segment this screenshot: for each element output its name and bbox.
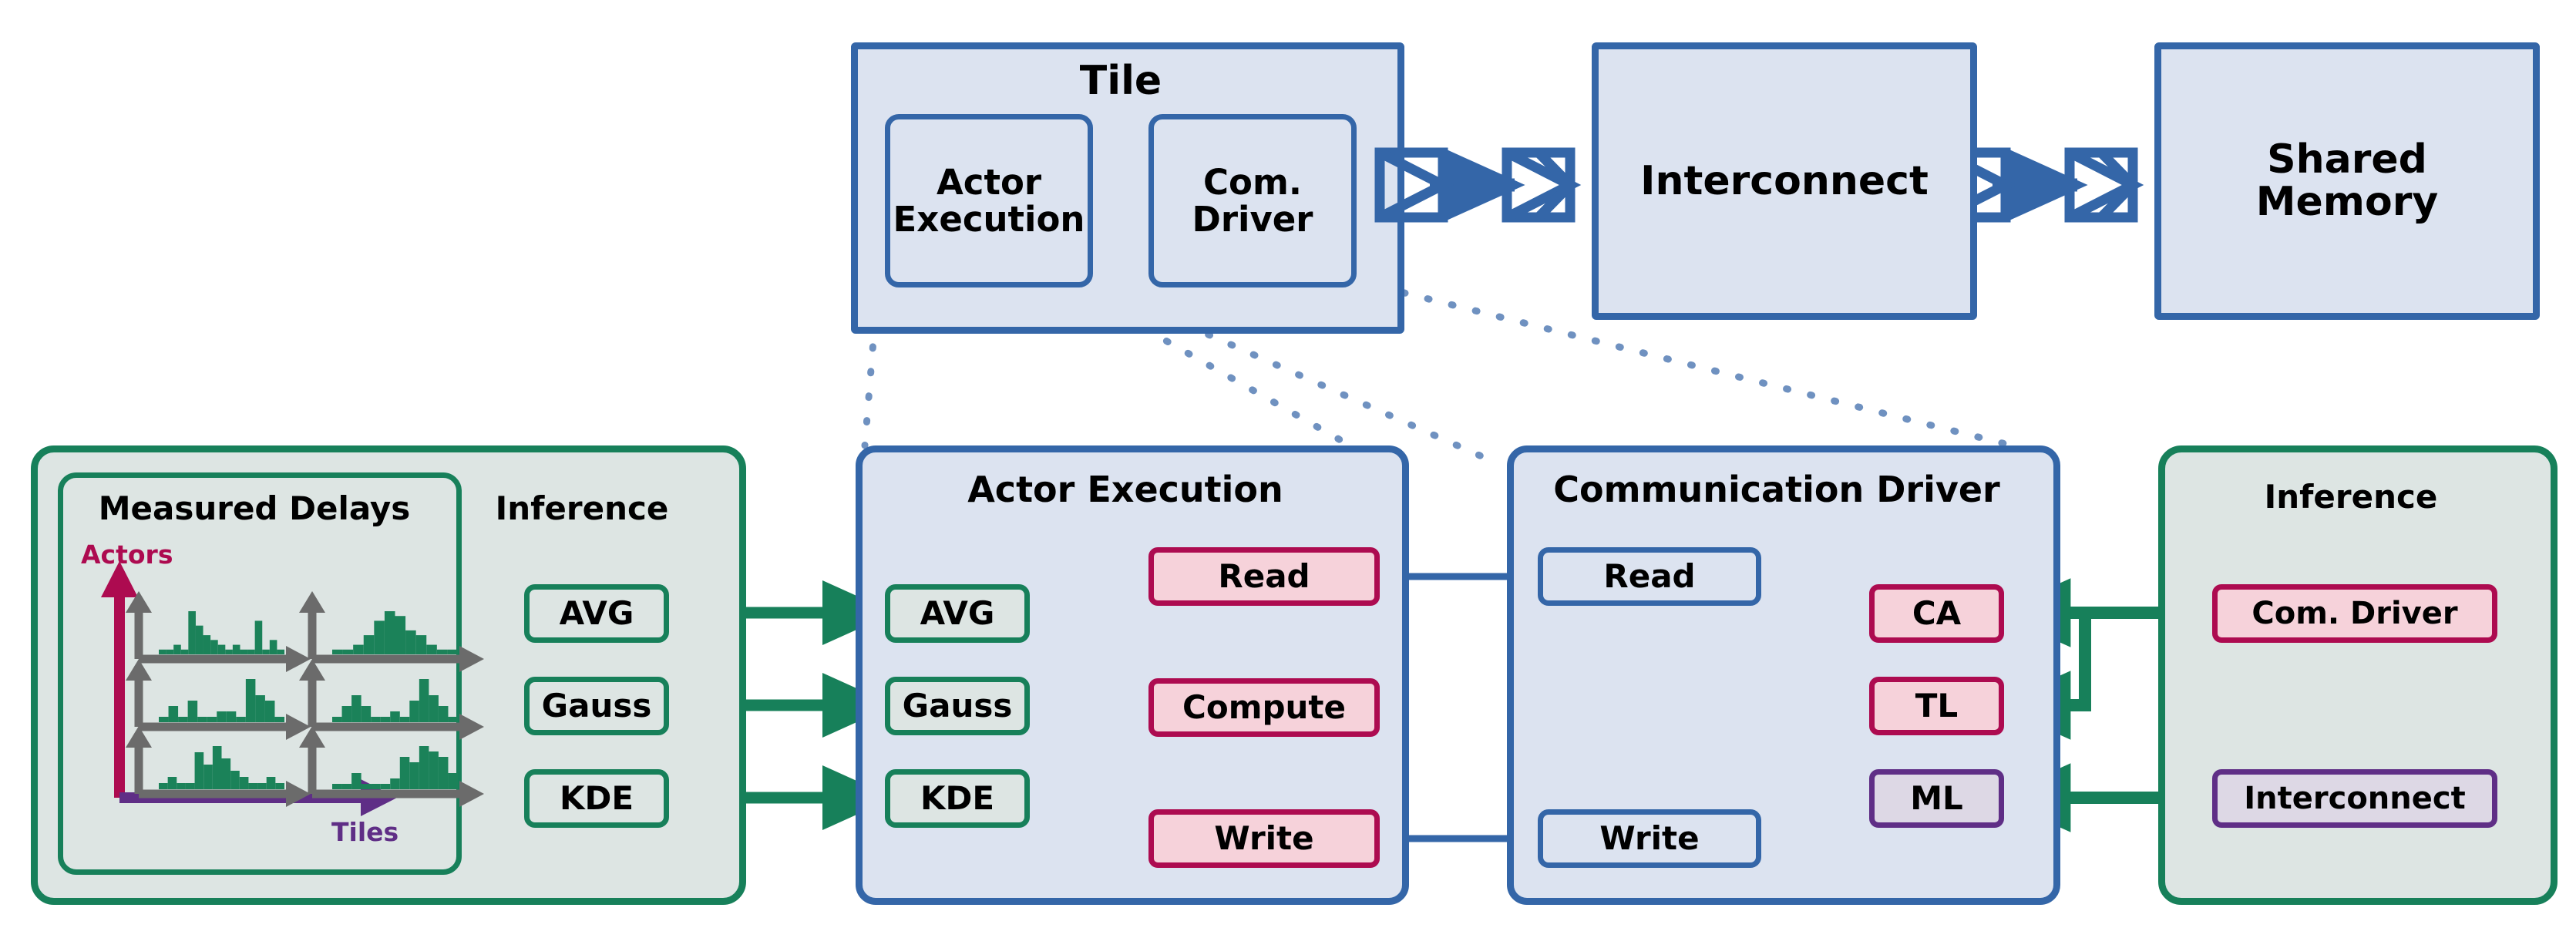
actorexec-gauss-label: Gauss bbox=[902, 686, 1013, 725]
actorexec-estimator-avg[interactable]: AVG bbox=[885, 584, 1030, 643]
comdriver-target-ca[interactable]: CA bbox=[1869, 584, 2004, 643]
actorexec-avg-label: AVG bbox=[920, 593, 995, 632]
measured-delays-y-axis-label: Actors bbox=[81, 540, 173, 570]
left-inference-kde-label: KDE bbox=[559, 778, 634, 817]
actorexec-estimator-gauss[interactable]: Gauss bbox=[885, 677, 1030, 735]
measured-delays-x-axis-label: Tiles bbox=[331, 817, 399, 847]
left-inference-item-gauss[interactable]: Gauss bbox=[524, 677, 669, 735]
right-inference-item-com-driver[interactable]: Com. Driver bbox=[2212, 584, 2497, 643]
actorexec-compute-label: Compute bbox=[1182, 688, 1346, 726]
left-inference-title: Inference bbox=[495, 489, 669, 527]
left-inference-avg-label: AVG bbox=[559, 593, 634, 632]
tile-actor-execution-line1: Actor bbox=[936, 162, 1042, 203]
comdriver-read-label: Read bbox=[1603, 556, 1696, 595]
actorexec-read-label: Read bbox=[1218, 556, 1310, 595]
actorexec-stage-read[interactable]: Read bbox=[1148, 547, 1380, 606]
shared-memory-line2: Memory bbox=[2255, 179, 2439, 225]
comdriver-target-ml[interactable]: ML bbox=[1869, 769, 2004, 828]
tile-actor-execution-line2: Execution bbox=[893, 198, 1085, 240]
actor-execution-panel[interactable] bbox=[856, 445, 1409, 905]
actorexec-estimator-kde[interactable]: KDE bbox=[885, 769, 1030, 828]
right-inference-interconnect-label: Interconnect bbox=[2244, 781, 2466, 816]
shared-memory-line1: Shared bbox=[2267, 136, 2427, 183]
actorexec-kde-label: KDE bbox=[920, 778, 995, 817]
comdriver-ca-label: CA bbox=[1912, 593, 1962, 632]
measured-delays-panel[interactable] bbox=[58, 472, 462, 875]
actorexec-stage-write[interactable]: Write bbox=[1148, 809, 1380, 868]
left-inference-item-kde[interactable]: KDE bbox=[524, 769, 669, 828]
shared-memory-in-port bbox=[2064, 147, 2144, 223]
interconnect-label: Interconnect bbox=[1640, 157, 1929, 204]
guide-actor-execution-left bbox=[861, 318, 879, 449]
right-inference-panel[interactable] bbox=[2158, 445, 2558, 905]
comdriver-target-tl[interactable]: TL bbox=[1869, 677, 2004, 735]
actorexec-stage-compute[interactable]: Compute bbox=[1148, 678, 1380, 737]
right-inference-item-interconnect[interactable]: Interconnect bbox=[2212, 769, 2497, 828]
tile-title: Tile bbox=[1079, 58, 1162, 104]
tile-com-driver-node[interactable]: Com. Driver bbox=[1148, 114, 1357, 287]
measured-delays-title: Measured Delays bbox=[98, 489, 411, 527]
comdriver-ml-label: ML bbox=[1910, 778, 1963, 817]
communication-driver-title: Communication Driver bbox=[1553, 469, 2000, 510]
interconnect-panel[interactable]: Interconnect bbox=[1592, 42, 1977, 320]
right-inference-com-driver-label: Com. Driver bbox=[2251, 596, 2458, 631]
actorexec-write-label: Write bbox=[1214, 819, 1314, 857]
comdriver-op-read[interactable]: Read bbox=[1538, 547, 1761, 606]
shared-memory-panel[interactable]: Shared Memory bbox=[2154, 42, 2540, 320]
right-inference-title: Inference bbox=[2264, 478, 2438, 516]
left-inference-gauss-label: Gauss bbox=[541, 686, 652, 725]
actor-execution-title: Actor Execution bbox=[967, 469, 1283, 510]
comdriver-write-label: Write bbox=[1599, 819, 1700, 857]
comdriver-op-write[interactable]: Write bbox=[1538, 809, 1761, 868]
tile-actor-execution-node[interactable]: Actor Execution bbox=[885, 114, 1093, 287]
comdriver-tl-label: TL bbox=[1915, 686, 1959, 725]
interconnect-in-port bbox=[1502, 147, 1582, 223]
tile-com-driver-line1: Com. bbox=[1203, 162, 1302, 203]
tile-com-driver-line2: Driver bbox=[1192, 198, 1313, 240]
left-inference-item-avg[interactable]: AVG bbox=[524, 584, 669, 643]
